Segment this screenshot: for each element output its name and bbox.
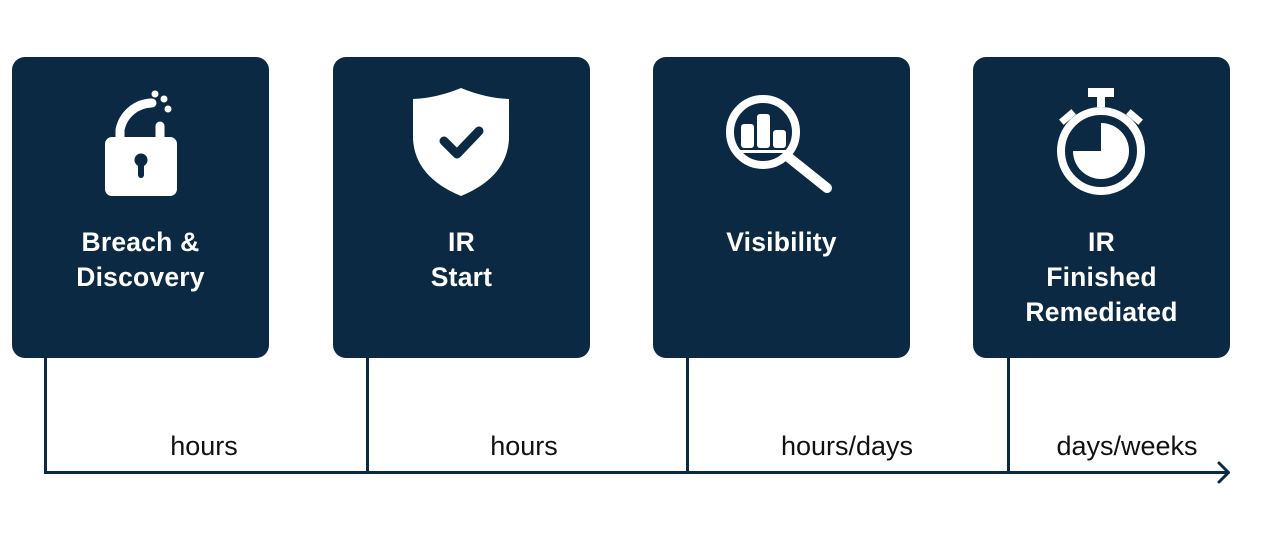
- magnifier-bar-chart-icon: [653, 57, 910, 217]
- stage-title: IR Finished Remediated: [973, 225, 1230, 330]
- duration-label-4: days/weeks: [1056, 431, 1198, 461]
- stage-card-ir-start: IR Start: [333, 57, 590, 358]
- arrow-right-icon: [1217, 461, 1230, 484]
- stage-card-ir-finished: IR Finished Remediated: [973, 57, 1230, 358]
- stopwatch-icon: [973, 57, 1230, 217]
- stage-title-line: Finished: [1046, 262, 1157, 292]
- stage-card-breach-discovery: Breach & Discovery: [12, 57, 269, 358]
- stage-title-line: IR: [448, 227, 475, 257]
- broken-lock-icon: [12, 57, 269, 217]
- stage-title: IR Start: [333, 225, 590, 295]
- stage-title-line: Start: [430, 262, 493, 292]
- stage-card-visibility: Visibility: [653, 57, 910, 358]
- stage-title-line: Visibility: [726, 227, 837, 257]
- duration-label-1: hours: [170, 431, 238, 461]
- duration-label-2: hours: [490, 431, 558, 461]
- duration-label-3: hours/days: [780, 431, 914, 461]
- stage-title-line: Breach &: [81, 227, 200, 257]
- stage-title-line: IR: [1088, 227, 1115, 257]
- stage-title: Visibility: [653, 225, 910, 260]
- stage-title-line: Discovery: [76, 262, 205, 292]
- shield-check-icon: [333, 57, 590, 217]
- stage-title: Breach & Discovery: [12, 225, 269, 295]
- stage-title-line: Remediated: [1025, 297, 1178, 327]
